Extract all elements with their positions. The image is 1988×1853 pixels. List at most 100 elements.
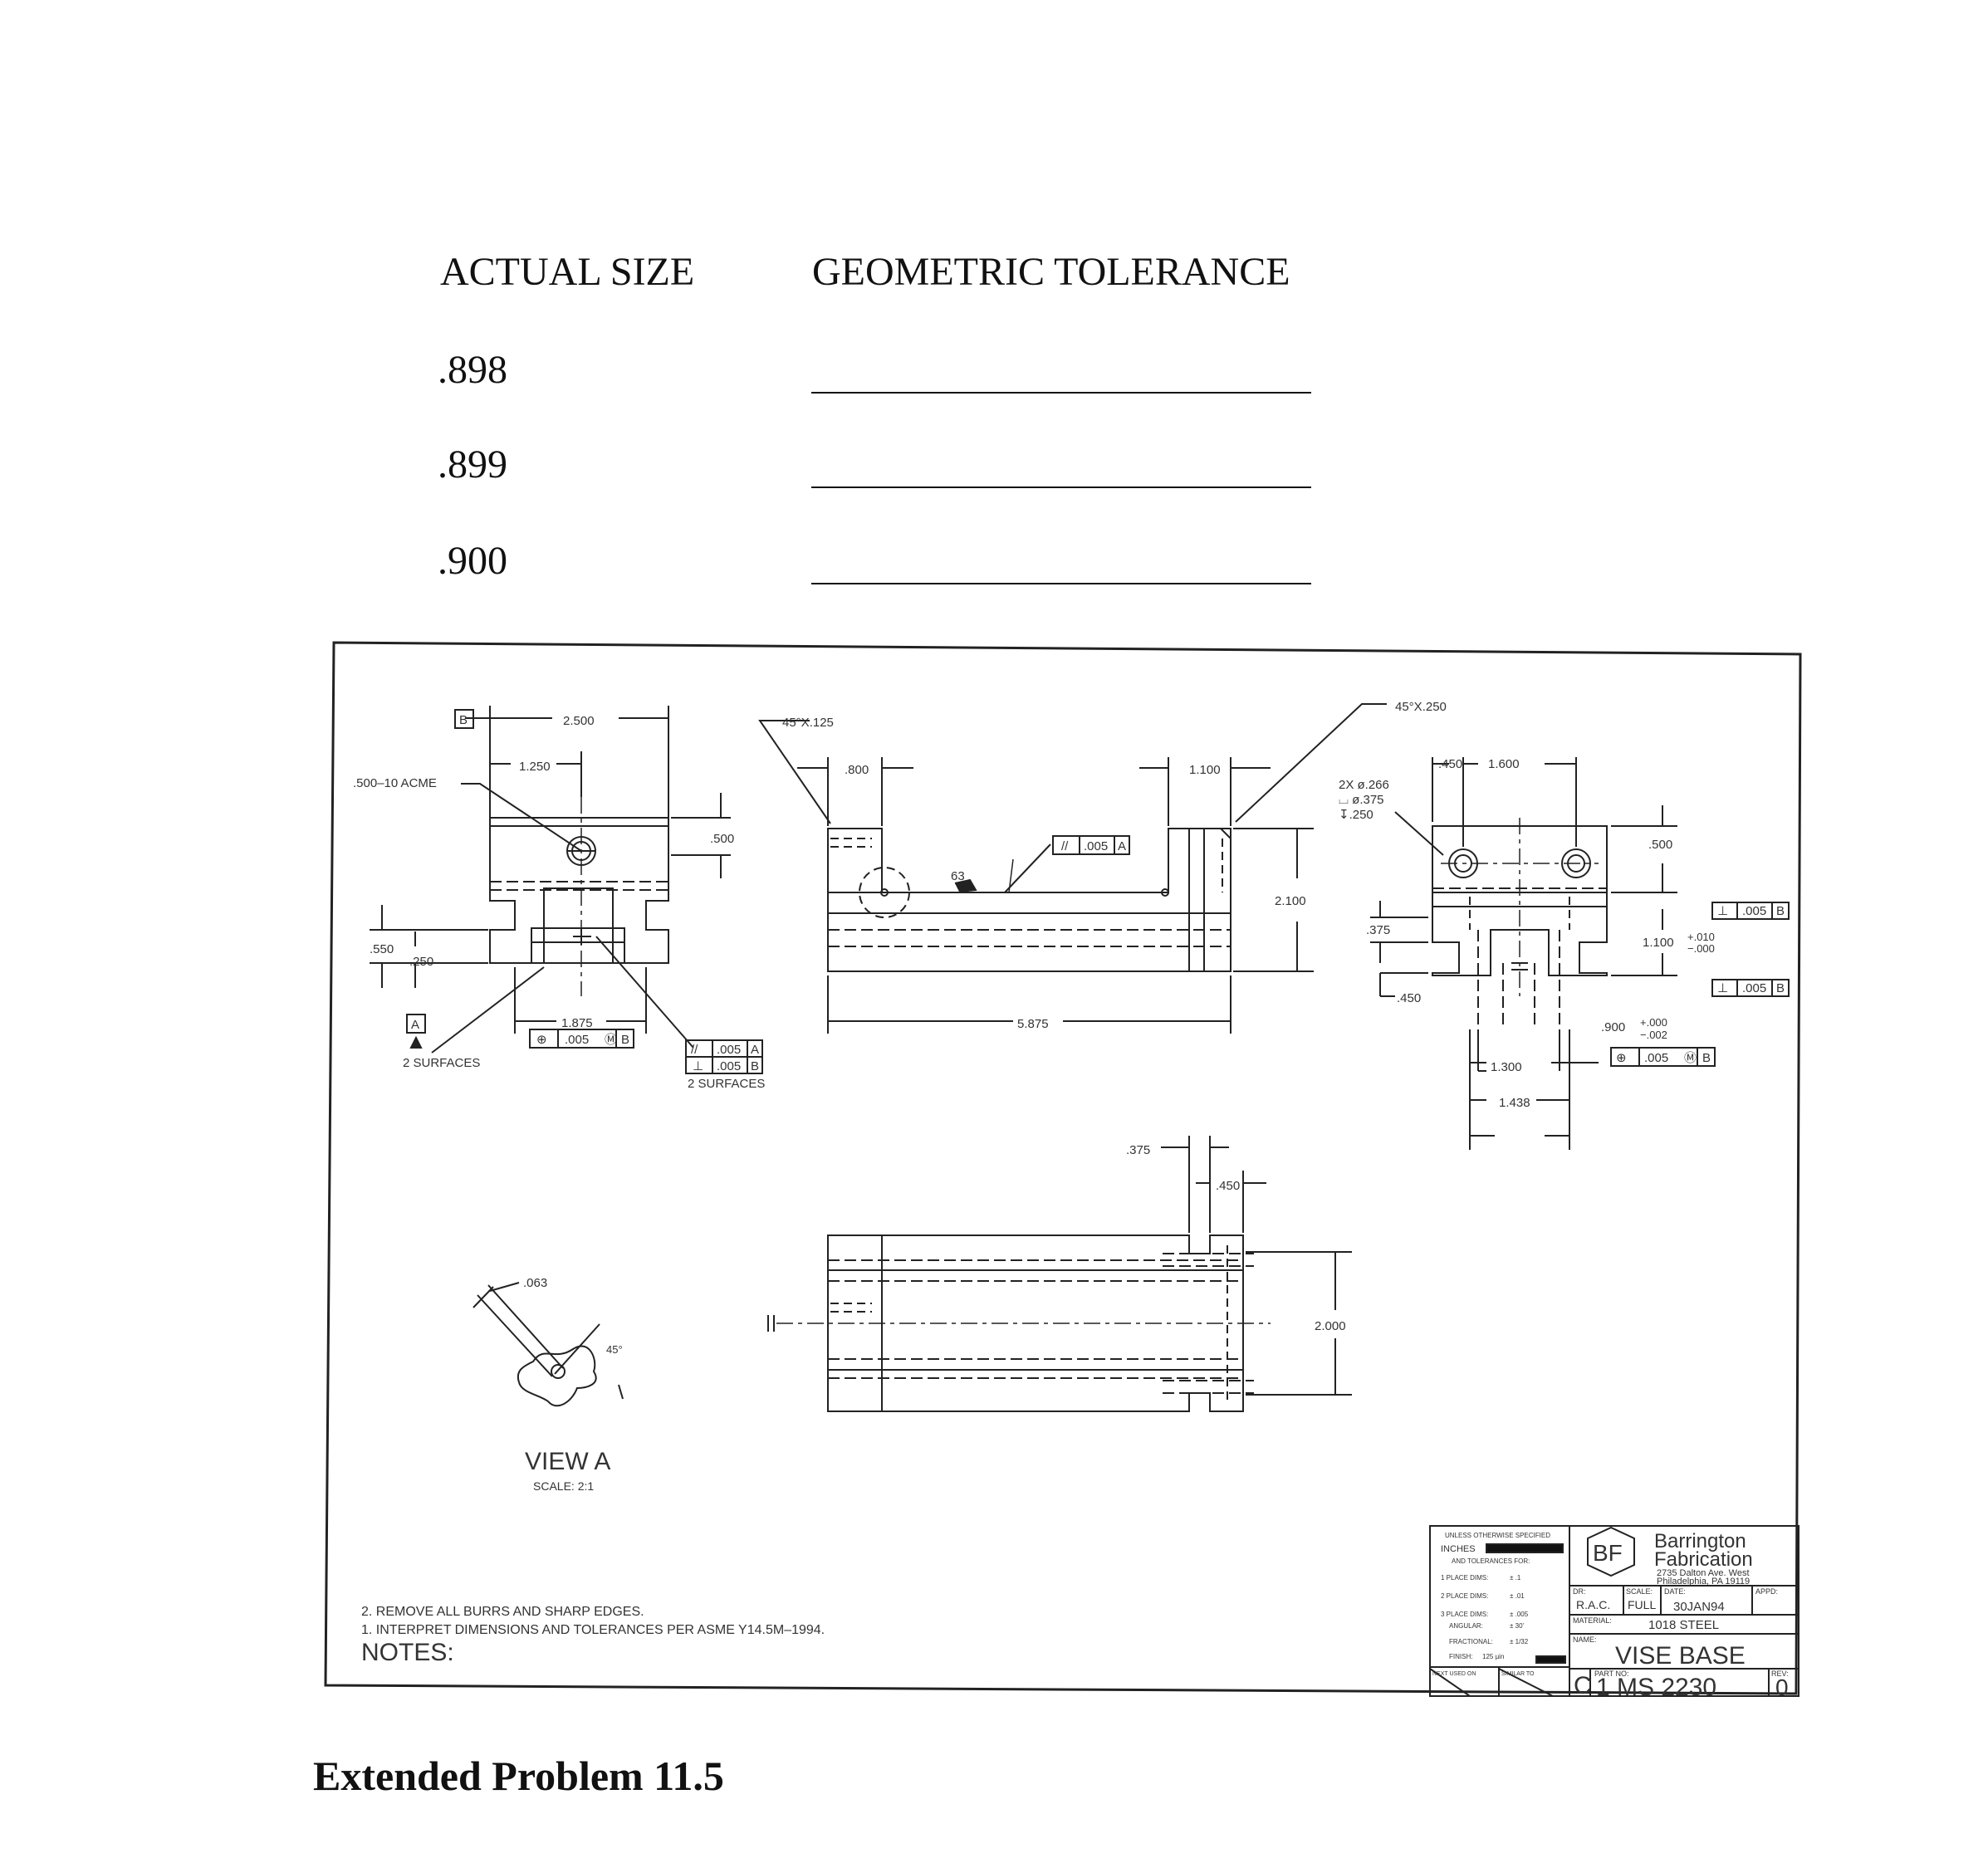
surfaces-label-1: 2 SURFACES — [403, 1056, 480, 1070]
chamfer-label-2: 45°X.250 — [1395, 700, 1447, 714]
tb-appd: APPD: — [1755, 1587, 1778, 1596]
problem-title: Extended Problem 11.5 — [313, 1753, 724, 1799]
dim-800: .800 — [845, 763, 869, 777]
pos-value: .005 — [1644, 1051, 1668, 1065]
angle-45: 45° — [606, 1343, 623, 1356]
tb-partv: 1 MS 2230 — [1596, 1674, 1716, 1701]
logo-letters: BF — [1593, 1540, 1623, 1566]
company-name-2: Fabrication — [1654, 1548, 1753, 1571]
position-symbol-2: ⊕ — [1616, 1051, 1627, 1065]
dim-2100: 2.100 — [1275, 894, 1306, 908]
perp-symbol-r1: ⊥ — [1717, 904, 1728, 918]
tb-materialv: 1018 STEEL — [1648, 1618, 1719, 1632]
tb-used: NEXT USED ON — [1432, 1671, 1476, 1677]
tb-rev: REV: — [1771, 1670, 1789, 1678]
bottom-dim-450: .450 — [1216, 1179, 1240, 1193]
pos-ref: B — [1702, 1051, 1711, 1065]
header-geometric-tolerance: GEOMETRIC TOLERANCE — [812, 250, 1290, 294]
tb-p3: 3 PLACE DIMS: — [1441, 1611, 1488, 1618]
fcf2b-ref: B — [751, 1059, 759, 1073]
answer-blank-1[interactable] — [811, 392, 1311, 394]
tb-p1v: ± .1 — [1510, 1574, 1521, 1582]
right-view — [1370, 757, 1790, 1150]
pos-mmc: Ⓜ — [1684, 1051, 1697, 1065]
company-name-1: Barrington — [1654, 1530, 1746, 1552]
dim-1875: 1.875 — [561, 1016, 593, 1030]
dim-5875: 5.875 — [1017, 1017, 1049, 1031]
fcf2a-value: .005 — [717, 1043, 741, 1057]
tb-angv: ± 30' — [1510, 1622, 1525, 1630]
tb-fracv: ± 1/32 — [1510, 1638, 1529, 1645]
tol-plus: +.010 — [1687, 931, 1715, 943]
dim-550: .550 — [370, 942, 394, 956]
side-fcf-ref: A — [1118, 839, 1126, 853]
note-1: 1. INTERPRET DIMENSIONS AND TOLERANCES P… — [361, 1623, 825, 1637]
perp2-value: .005 — [1742, 981, 1766, 995]
company-addr-1: 2735 Dalton Ave. West — [1657, 1568, 1750, 1578]
perp-symbol: ⊥ — [693, 1059, 703, 1073]
tb-size: C — [1574, 1672, 1592, 1699]
tb-tol: AND TOLERANCES FOR: — [1452, 1557, 1530, 1565]
dim-2000: 2.000 — [1315, 1319, 1346, 1333]
datum-b: B — [459, 713, 468, 727]
view-a-detail — [473, 1282, 624, 1407]
datum-a: A — [411, 1018, 419, 1032]
side-fcf-value: .005 — [1084, 839, 1108, 853]
header-actual-size: ACTUAL SIZE — [440, 250, 695, 294]
tb-name: NAME: — [1573, 1635, 1597, 1644]
chamfer-label-1: 45°X.125 — [782, 716, 834, 730]
perp1-value: .005 — [1742, 904, 1766, 918]
tb-p3v: ± .005 — [1510, 1611, 1529, 1618]
dim-1300: 1.300 — [1491, 1060, 1522, 1074]
dim-1438: 1.438 — [1499, 1096, 1530, 1110]
front-view — [370, 706, 763, 1074]
dim-1600: 1.600 — [1488, 757, 1520, 771]
tol-plus-2: +.000 — [1640, 1016, 1667, 1029]
parallel-symbol: // — [691, 1043, 698, 1057]
actual-size-2: .899 — [438, 442, 507, 486]
dim-063: .063 — [523, 1276, 547, 1290]
title-block — [1429, 1525, 1799, 1697]
company-logo — [1587, 1526, 1635, 1577]
tb-revv: 0 — [1775, 1675, 1789, 1700]
company-addr-2: Philadelphia, PA 19119 — [1657, 1577, 1750, 1587]
dim-2500: 2.500 — [563, 714, 595, 728]
answer-blank-3[interactable] — [811, 583, 1311, 584]
tb-inches: INCHES — [1441, 1544, 1476, 1554]
holes-spec-2: ⌴ ø.375 — [1339, 793, 1384, 807]
view-a-title: VIEW A — [525, 1448, 610, 1475]
tb-p1: 1 PLACE DIMS: — [1441, 1574, 1488, 1582]
drawing-border — [324, 641, 1802, 1695]
tb-ang: ANGULAR: — [1449, 1622, 1483, 1630]
notes-title: NOTES: — [361, 1639, 454, 1666]
tb-finishv: 125 µin — [1482, 1653, 1504, 1660]
tb-frac: FRACTIONAL: — [1449, 1638, 1493, 1645]
tb-scale: SCALE: — [1626, 1587, 1653, 1596]
tb-partno: PART NO: — [1594, 1670, 1629, 1678]
perp-symbol-r2: ⊥ — [1717, 981, 1728, 995]
tb-scalev: FULL — [1628, 1598, 1656, 1611]
fcf1-mmc: Ⓜ — [605, 1033, 617, 1047]
tb-drv: R.A.C. — [1576, 1598, 1610, 1611]
fcf2b-value: .005 — [717, 1059, 741, 1073]
bottom-dim-375: .375 — [1126, 1143, 1150, 1157]
tb-namev: VISE BASE — [1615, 1642, 1746, 1670]
dim-1100: 1.100 — [1189, 763, 1221, 777]
right-dim-500: .500 — [1648, 838, 1672, 852]
holes-spec-3: ↧.250 — [1339, 808, 1373, 822]
surfaces-label-2: 2 SURFACES — [688, 1077, 765, 1091]
right-dim-450: .450 — [1438, 757, 1462, 771]
right-dim-375: .375 — [1366, 923, 1390, 937]
right-dim-1100: 1.100 — [1643, 936, 1674, 950]
tb-date: DATE: — [1664, 1587, 1686, 1596]
tb-dr: DR: — [1573, 1587, 1586, 1596]
answer-blank-2[interactable] — [811, 486, 1311, 488]
tb-unless: UNLESS OTHERWISE SPECIFIED — [1445, 1532, 1550, 1539]
acme-label: .500–10 ACME — [353, 776, 437, 790]
finish-mark: 63 — [951, 869, 965, 883]
dim-500: .500 — [710, 832, 734, 846]
tb-datev: 30JAN94 — [1673, 1600, 1725, 1614]
dim-900: .900 — [1601, 1020, 1625, 1034]
fcf1-ref: B — [621, 1033, 629, 1047]
holes-spec-1: 2X ø.266 — [1339, 778, 1389, 792]
